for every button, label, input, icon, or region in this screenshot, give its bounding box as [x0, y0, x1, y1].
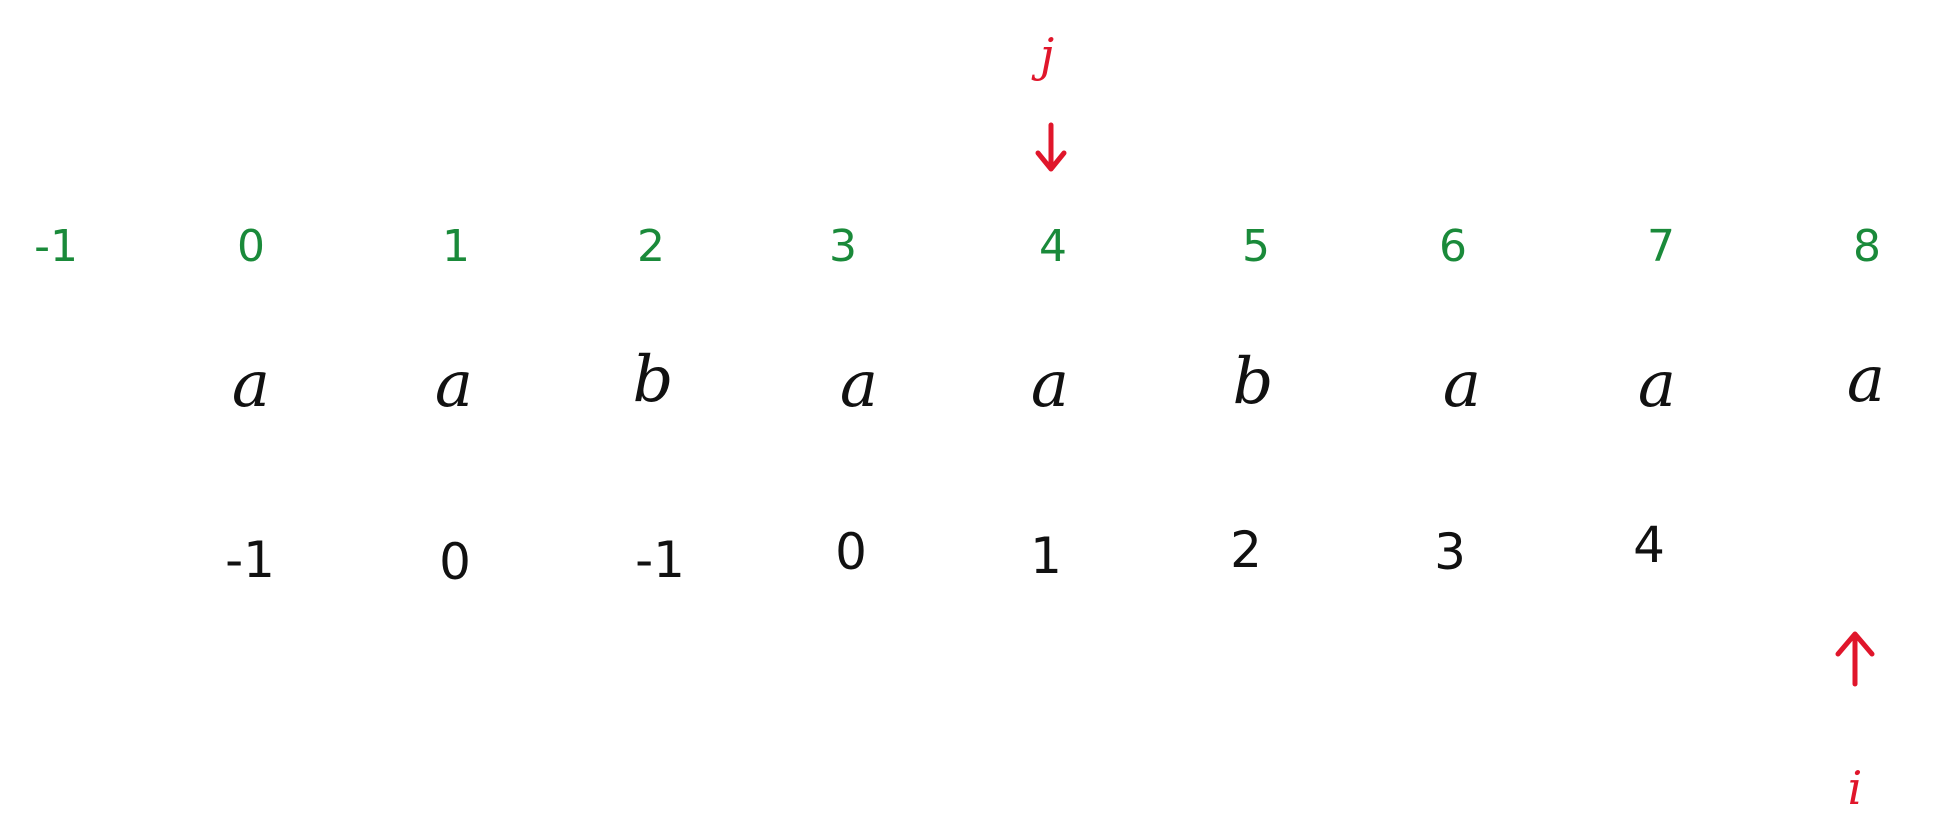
index-cell: -1 — [34, 221, 78, 272]
char-cell: a — [231, 348, 271, 422]
pointer-j-label: j — [1039, 28, 1055, 82]
char-cell: a — [1030, 348, 1070, 422]
char-cell: b — [632, 343, 674, 417]
char-cell: a — [1442, 348, 1482, 422]
index-cell: 2 — [637, 221, 665, 272]
index-cell: 1 — [442, 221, 470, 272]
index-cell: 3 — [829, 221, 857, 272]
index-cell: 5 — [1242, 221, 1270, 272]
index-cell: 0 — [237, 221, 265, 272]
next-cell: -1 — [635, 531, 685, 589]
index-cell: 6 — [1439, 221, 1467, 272]
char-cell: a — [434, 348, 474, 422]
arrow-up-icon — [1835, 631, 1875, 687]
next-cell: 0 — [439, 533, 471, 591]
char-cell: a — [1637, 348, 1677, 422]
next-cell: 4 — [1633, 516, 1665, 574]
next-cell: 3 — [1434, 523, 1466, 581]
next-cell: 1 — [1030, 527, 1062, 585]
index-cell: 8 — [1853, 221, 1881, 272]
index-cell: 4 — [1039, 221, 1067, 272]
next-cell: 2 — [1230, 521, 1262, 579]
next-cell: 0 — [835, 523, 867, 581]
char-cell: a — [839, 348, 879, 422]
arrow-down-icon — [1035, 122, 1067, 172]
next-cell: -1 — [225, 531, 275, 589]
char-cell: a — [1846, 343, 1886, 417]
index-cell: 7 — [1647, 221, 1675, 272]
pointer-i-label: i — [1847, 761, 1863, 815]
char-cell: b — [1232, 345, 1274, 419]
